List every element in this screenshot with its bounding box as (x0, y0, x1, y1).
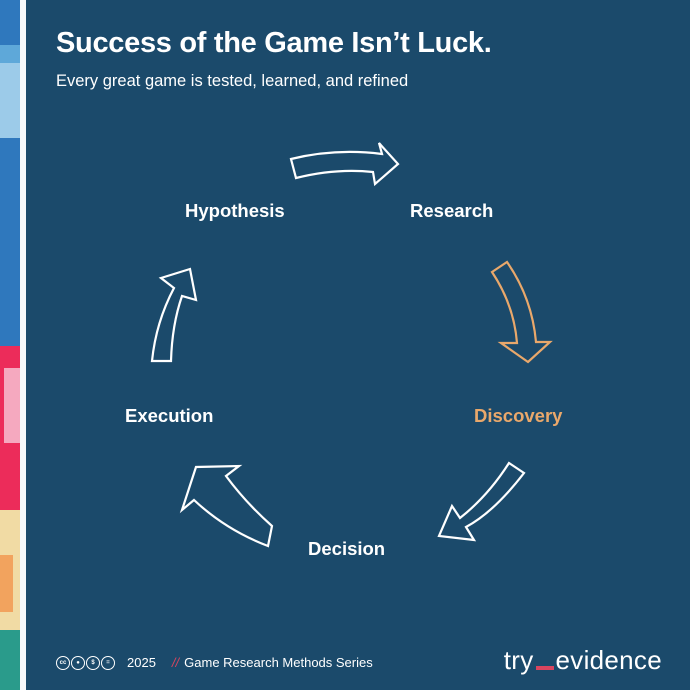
strip-inset (0, 555, 13, 612)
arrow-up-icon (150, 267, 198, 363)
footer-year: 2025 (127, 655, 156, 670)
license-icons: cc ● $ = (56, 655, 115, 670)
arrow-right-icon (289, 142, 400, 187)
footer-series: Game Research Methods Series (184, 655, 373, 670)
cc-nd-icon: = (101, 655, 115, 670)
strip-segment (0, 63, 20, 138)
arrow-down-left-icon (437, 461, 526, 542)
decorative-color-strip (0, 0, 20, 690)
cc-nc-icon: $ (86, 655, 100, 670)
page-title: Success of the Game Isn’t Luck. (56, 27, 492, 59)
cycle-node-decision: Decision (308, 538, 386, 559)
arrow-down-icon (490, 260, 553, 364)
strip-segment (0, 0, 20, 45)
strip-divider (20, 0, 26, 690)
strip-segment (0, 138, 20, 346)
cycle-node-hypothesis: Hypothesis (185, 200, 285, 221)
cycle-diagram (150, 142, 553, 548)
logo-underscore (535, 666, 554, 670)
page-subtitle: Every great game is tested, learned, and… (56, 72, 409, 90)
footer-separator: // (171, 655, 180, 670)
arrow-up-left-icon (179, 464, 274, 548)
strip-inset (4, 368, 20, 443)
footer-credits: cc ● $ = 2025 // Game Research Methods S… (56, 655, 373, 670)
strip-segment (0, 45, 20, 63)
cycle-node-execution: Execution (125, 405, 214, 426)
cycle-node-research: Research (410, 200, 494, 221)
cycle-node-discovery: Discovery (474, 405, 563, 426)
cc-icon: cc (56, 655, 70, 670)
main-panel: Success of the Game Isn’t Luck. Every gr… (26, 0, 690, 690)
strip-segment (0, 630, 20, 690)
brand-logo: try evidence (504, 645, 662, 676)
logo-text-left: try (503, 645, 534, 675)
cc-by-icon: ● (71, 655, 85, 670)
logo-text-right: evidence (555, 645, 662, 675)
